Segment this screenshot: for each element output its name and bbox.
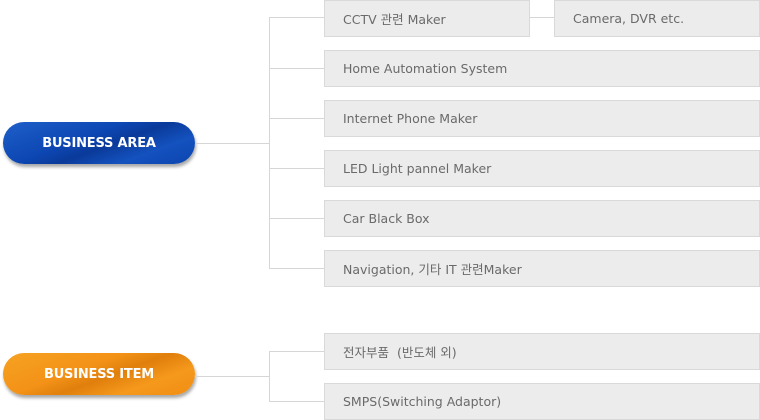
connector bbox=[269, 17, 324, 18]
item-label: Camera, DVR etc. bbox=[573, 11, 685, 26]
connector-trunk bbox=[269, 351, 270, 402]
connector bbox=[269, 118, 324, 119]
item-led-light: LED Light pannel Maker bbox=[324, 150, 760, 187]
business-item-node: BUSINESS ITEM bbox=[3, 353, 195, 395]
connector bbox=[195, 376, 270, 377]
connector bbox=[269, 168, 324, 169]
connector bbox=[269, 401, 324, 402]
business-item-label: BUSINESS ITEM bbox=[43, 366, 154, 382]
item-label: SMPS(Switching Adaptor) bbox=[343, 394, 502, 409]
connector-trunk bbox=[269, 17, 270, 269]
item-smps: SMPS(Switching Adaptor) bbox=[324, 383, 760, 420]
business-area-node: BUSINESS AREA bbox=[3, 122, 195, 164]
item-home-automation: Home Automation System bbox=[324, 50, 760, 87]
business-area-label: BUSINESS AREA bbox=[42, 135, 156, 151]
connector bbox=[195, 143, 270, 144]
item-label: Home Automation System bbox=[343, 61, 508, 76]
item-label: Internet Phone Maker bbox=[343, 111, 478, 126]
item-internet-phone: Internet Phone Maker bbox=[324, 100, 760, 137]
item-car-black-box: Car Black Box bbox=[324, 200, 760, 237]
connector bbox=[269, 268, 324, 269]
item-label: Car Black Box bbox=[343, 211, 430, 226]
item-electronic-parts: 전자부품 (반도체 외) bbox=[324, 333, 760, 370]
item-navigation: Navigation, 기타 IT 관련Maker bbox=[324, 250, 760, 287]
item-label: Navigation, 기타 IT 관련Maker bbox=[343, 262, 522, 277]
item-cctv: CCTV 관련 Maker bbox=[324, 0, 530, 37]
connector bbox=[530, 17, 554, 18]
item-label: LED Light pannel Maker bbox=[343, 161, 492, 176]
connector bbox=[269, 351, 324, 352]
item-label: CCTV 관련 Maker bbox=[343, 12, 446, 27]
item-label: 전자부품 (반도체 외) bbox=[343, 345, 457, 360]
item-cctv-sub: Camera, DVR etc. bbox=[554, 0, 760, 37]
connector bbox=[269, 218, 324, 219]
connector bbox=[269, 68, 324, 69]
